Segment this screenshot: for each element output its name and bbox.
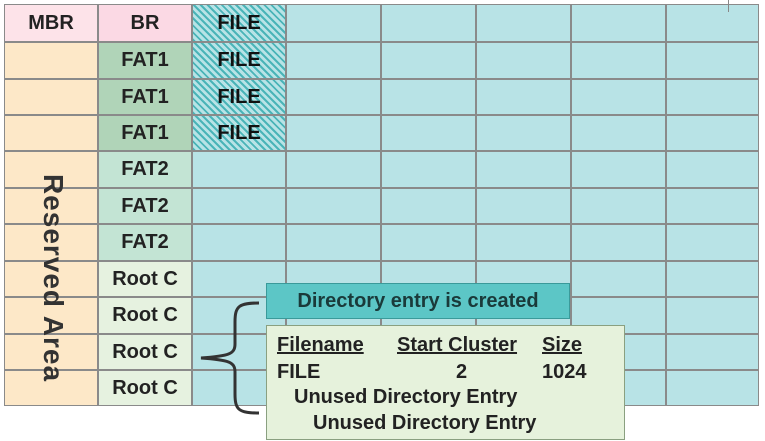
callout-text: Directory entry is created — [297, 289, 539, 312]
data-cell — [571, 4, 666, 42]
data-cell — [666, 115, 759, 151]
data-cell — [476, 79, 571, 115]
edge-tick — [728, 0, 729, 12]
fat2-label: FAT2 — [121, 194, 169, 217]
directory-entry-table: Filename Start Cluster Size FILE 2 1024 … — [266, 325, 625, 440]
data-cell — [286, 151, 381, 188]
data-cell — [381, 79, 476, 115]
data-cell — [381, 42, 476, 79]
reserved-cell — [4, 151, 98, 188]
entry-size: 1024 — [542, 361, 587, 383]
data-cell — [666, 79, 759, 115]
data-cell — [286, 79, 381, 115]
root-dir-cell: Root C — [98, 297, 192, 334]
reserved-cell — [4, 297, 98, 334]
data-cell — [571, 79, 666, 115]
data-cell — [381, 151, 476, 188]
root-dir-label: Root C — [112, 340, 178, 363]
data-cell — [192, 151, 286, 188]
fat1-cell: FAT1 — [98, 115, 192, 151]
data-cell — [192, 224, 286, 261]
file-cluster-label: FILE — [217, 11, 261, 34]
br-label: BR — [130, 11, 160, 34]
data-cell — [381, 115, 476, 151]
data-cell — [476, 115, 571, 151]
size-header: Size — [542, 334, 583, 356]
fat1-cell: FAT1 — [98, 79, 192, 115]
data-cell — [476, 42, 571, 79]
filename-header: Filename — [277, 334, 364, 356]
data-cell — [381, 4, 476, 42]
data-cell — [666, 334, 759, 370]
fat2-cell: FAT2 — [98, 188, 192, 224]
reserved-cell — [4, 370, 98, 406]
data-cell — [666, 224, 759, 261]
data-cell — [476, 151, 571, 188]
data-cell — [476, 4, 571, 42]
reserved-cell — [4, 261, 98, 297]
directory-entry-callout: Directory entry is created — [266, 283, 570, 319]
data-cell — [192, 188, 286, 224]
mbr-label: MBR — [28, 11, 74, 34]
fat1-label: FAT1 — [121, 49, 169, 71]
curly-brace-icon — [200, 301, 260, 415]
fat2-label: FAT2 — [121, 231, 169, 253]
data-cell — [571, 224, 666, 261]
data-cell — [571, 261, 666, 297]
file-cluster-cell: FILE — [192, 79, 286, 115]
data-cell — [571, 188, 666, 224]
fat2-cell: FAT2 — [98, 151, 192, 188]
data-cell — [381, 188, 476, 224]
unused-entry: Unused Directory Entry — [294, 386, 518, 408]
root-dir-cell: Root C — [98, 370, 192, 406]
data-cell — [571, 115, 666, 151]
reserved-cell — [4, 115, 98, 151]
root-dir-cell: Root C — [98, 334, 192, 370]
reserved-cell — [4, 188, 98, 224]
data-cell — [666, 370, 759, 406]
entry-filename: FILE — [277, 361, 321, 383]
data-cell — [666, 261, 759, 297]
fat1-cell: FAT1 — [98, 42, 192, 79]
fat2-cell: FAT2 — [98, 224, 192, 261]
data-cell — [286, 115, 381, 151]
file-cluster-label: FILE — [217, 121, 261, 144]
reserved-cell — [4, 334, 98, 370]
root-dir-cell: Root C — [98, 261, 192, 297]
unused-entry: Unused Directory Entry — [313, 412, 537, 434]
file-cluster-cell: FILE — [192, 42, 286, 79]
mbr-cell: MBR — [4, 4, 98, 42]
data-cell — [571, 151, 666, 188]
data-cell — [286, 4, 381, 42]
data-cell — [476, 188, 571, 224]
file-cluster-label: FILE — [217, 85, 261, 108]
data-cell — [666, 297, 759, 334]
file-cluster-cell: FILE — [192, 4, 286, 42]
reserved-cell — [4, 224, 98, 261]
data-cell — [286, 42, 381, 79]
root-dir-label: Root C — [112, 304, 178, 326]
reserved-cell — [4, 79, 98, 115]
root-dir-label: Root C — [112, 376, 178, 399]
data-cell — [666, 151, 759, 188]
data-cell — [286, 224, 381, 261]
fat1-label: FAT1 — [121, 85, 169, 108]
file-cluster-label: FILE — [217, 49, 261, 71]
data-cell — [571, 42, 666, 79]
data-cell — [476, 224, 571, 261]
reserved-cell — [4, 42, 98, 79]
entry-start-cluster: 2 — [456, 361, 468, 383]
fat2-label: FAT2 — [121, 158, 169, 180]
data-cell — [286, 188, 381, 224]
start-cluster-header: Start Cluster — [397, 334, 518, 356]
fat1-label: FAT1 — [121, 121, 169, 144]
br-cell: BR — [98, 4, 192, 42]
root-dir-label: Root C — [112, 267, 178, 290]
data-cell — [666, 4, 759, 42]
file-cluster-cell: FILE — [192, 115, 286, 151]
data-cell — [666, 42, 759, 79]
data-cell — [381, 224, 476, 261]
data-cell — [666, 188, 759, 224]
